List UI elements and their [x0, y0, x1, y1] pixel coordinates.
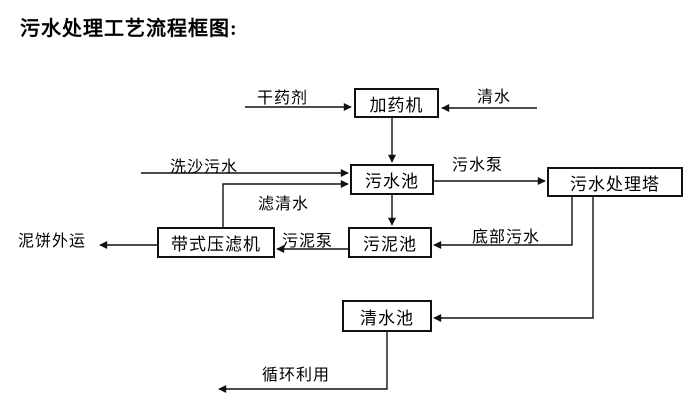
- edge-label-bottom-sewage: 底部污水: [472, 229, 541, 246]
- edge-label-sewage-pump: 污水泵: [452, 157, 504, 174]
- node-clean-water-pool: 清水池: [342, 300, 432, 332]
- edge-label-recycling: 循环利用: [262, 367, 331, 384]
- node-sludge-pool: 污泥池: [348, 227, 432, 258]
- node-belt-filter-press: 带式压滤机: [157, 227, 275, 258]
- node-sewage-pool: 污水池: [350, 164, 434, 195]
- edge-label-dry-chemical: 干药剂: [257, 90, 309, 107]
- edge-label-clean-water: 清水: [477, 89, 512, 106]
- arrow-treatment-tower-to-clean-water-pool: [433, 197, 594, 322]
- edge-label-mud-cake-outbound: 泥饼外运: [18, 233, 87, 250]
- edge-label-sludge-pump: 污泥泵: [282, 233, 334, 250]
- node-sewage-treatment-tower: 污水处理塔: [547, 167, 683, 197]
- diagram-title: 污水处理工艺流程框图:: [20, 18, 238, 40]
- edge-label-filtered-water: 滤清水: [258, 196, 310, 213]
- edge-label-sand-washing-sewage: 洗沙污水: [170, 159, 239, 176]
- arrow-filtered-water-to-sewage-pool: [222, 180, 349, 227]
- arrow-recycling-output: [218, 332, 388, 393]
- arrow-bottom-sewage-to-sludge-pool: [433, 197, 573, 249]
- node-dosing-machine: 加药机: [354, 88, 439, 118]
